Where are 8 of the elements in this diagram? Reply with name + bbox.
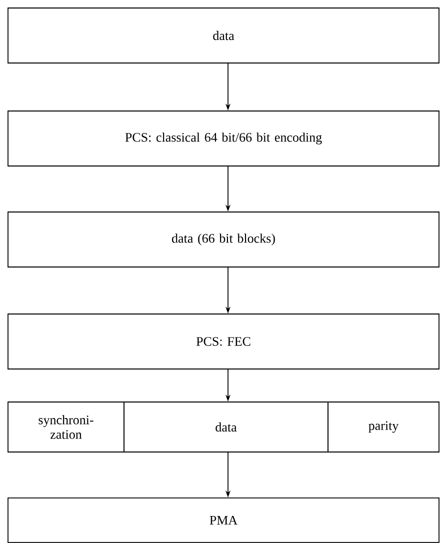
process-box: data xyxy=(8,8,440,64)
table-cell: synchroni- zation xyxy=(8,402,124,452)
process-box: PMA xyxy=(8,498,440,543)
process-box: PCS: classical 64 bit/66 bit encoding xyxy=(8,110,440,166)
process-box: data (66 bit blocks) xyxy=(8,212,440,268)
table-cell: data xyxy=(124,402,328,452)
process-box: PCS: FEC xyxy=(8,314,440,370)
table-cell: parity xyxy=(328,402,440,452)
